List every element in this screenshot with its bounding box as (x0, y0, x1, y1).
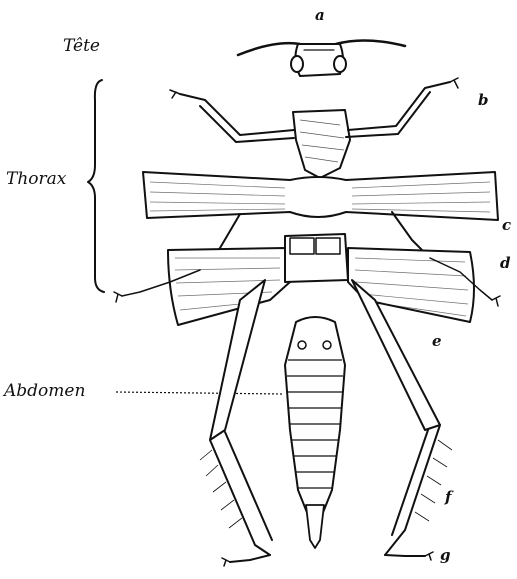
letter-g: g (440, 548, 451, 563)
label-tete: Tête (63, 38, 100, 55)
letter-c: c (502, 218, 511, 233)
letter-e: e (432, 334, 442, 349)
head-part-a (238, 40, 405, 76)
metathorax-part-d (114, 234, 500, 325)
letter-d: d (500, 256, 511, 271)
tarsus-part-g (222, 552, 433, 566)
prothorax-part-b (170, 78, 458, 178)
letter-f: f (445, 490, 451, 505)
label-thorax: Thorax (6, 171, 66, 188)
abdomen-part-e (285, 317, 345, 548)
label-abdomen: Abdomen (4, 383, 85, 400)
thorax-bracket (88, 80, 104, 292)
letter-a: a (315, 8, 325, 23)
abdomen-leader-line (116, 392, 282, 394)
letter-b: b (478, 93, 489, 108)
